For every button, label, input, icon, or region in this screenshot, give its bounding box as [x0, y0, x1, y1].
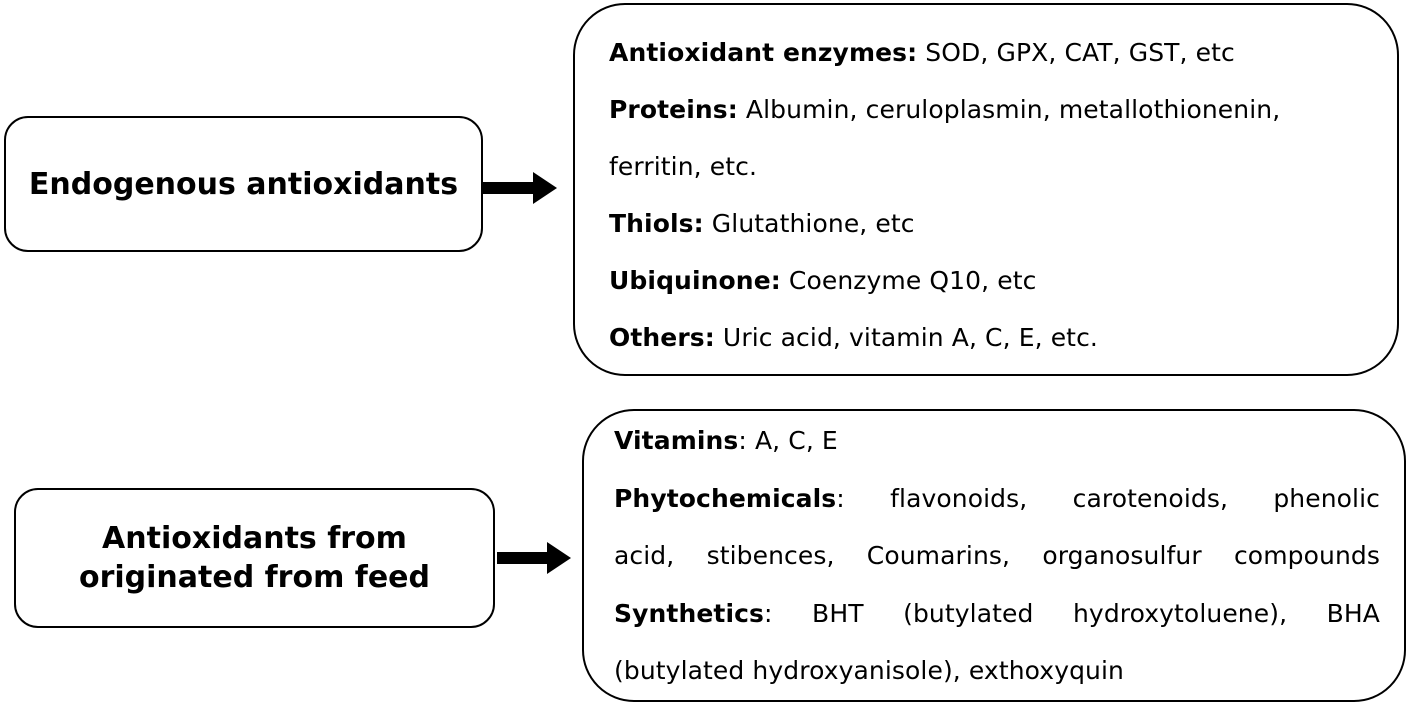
category-label: Others:	[609, 323, 715, 352]
category-items: ferritin, etc.	[609, 152, 758, 181]
list-item-ubiquinone: Ubiquinone: Coenzyme Q10, etc	[609, 262, 1377, 319]
feed-title-line-2: originated from feed	[78, 560, 431, 595]
endogenous-antioxidants-box: Endogenous antioxidants	[4, 116, 483, 252]
category-items: Albumin, ceruloplasmin, metallothionenin…	[737, 95, 1281, 124]
category-items: : BHT (butylated hydroxytoluene), BHA	[764, 598, 1380, 628]
list-item-synthetics: Synthetics: BHT (butylated hydroxytoluen…	[614, 595, 1380, 653]
category-items: acid, stibences, Coumarins, organosulfur…	[614, 541, 1380, 570]
list-item-phytochemicals-continued: acid, stibences, Coumarins, organosulfur…	[614, 537, 1380, 595]
category-items: : flavonoids, carotenoids, phenolic	[836, 483, 1380, 513]
endogenous-title: Endogenous antioxidants	[28, 166, 459, 202]
category-items: Coenzyme Q10, etc	[780, 266, 1037, 295]
list-item-vitamins: Vitamins: A, C, E	[614, 422, 1380, 480]
list-item-thiols: Thiols: Glutathione, etc	[609, 205, 1377, 262]
list-item-proteins: Proteins: Albumin, ceruloplasmin, metall…	[609, 91, 1377, 148]
feed-title-line-1: Antioxidants from	[102, 521, 407, 556]
list-item-proteins-continued: ferritin, etc.	[609, 148, 1377, 205]
category-items: Uric acid, vitamin A, C, E, etc.	[714, 323, 1098, 352]
feed-antioxidants-box: Antioxidants from originated from feed	[14, 488, 495, 628]
arrow-right-icon	[497, 542, 571, 574]
list-item-phytochemicals: Phytochemicals: flavonoids, carotenoids,…	[614, 480, 1380, 538]
category-items: Glutathione, etc	[703, 209, 915, 238]
category-label: Antioxidant enzymes:	[609, 38, 918, 67]
endogenous-antioxidants-list: Antioxidant enzymes: SOD, GPX, CAT, GST,…	[573, 3, 1399, 376]
category-label: Phytochemicals	[614, 483, 837, 513]
category-label: Vitamins	[614, 426, 739, 455]
category-items: : A, C, E	[738, 426, 838, 455]
list-item-antioxidant-enzymes: Antioxidant enzymes: SOD, GPX, CAT, GST,…	[609, 34, 1377, 91]
category-label: Ubiquinone:	[609, 266, 781, 295]
list-item-synthetics-continued: (butylated hydroxyanisole), exthoxyquin	[614, 652, 1380, 710]
category-label: Synthetics	[614, 598, 765, 628]
arrow-right-icon	[483, 172, 557, 204]
category-label: Thiols:	[609, 209, 704, 238]
feed-antioxidants-list: Vitamins: A, C, E Phytochemicals: flavon…	[582, 409, 1406, 702]
category-label: Proteins:	[609, 95, 738, 124]
category-items: (butylated hydroxyanisole), exthoxyquin	[614, 656, 1124, 685]
category-items: SOD, GPX, CAT, GST, etc	[917, 38, 1235, 67]
list-item-others: Others: Uric acid, vitamin A, C, E, etc.	[609, 319, 1377, 376]
